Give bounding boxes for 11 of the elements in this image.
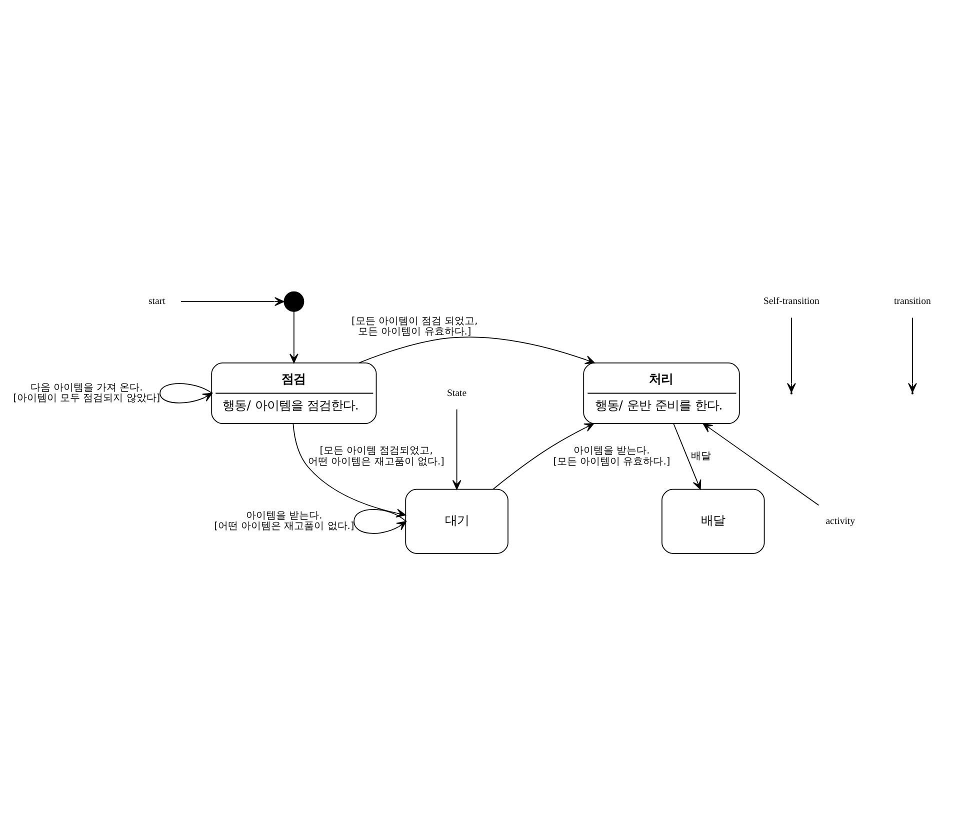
node-text: transition: [894, 296, 931, 307]
edge-label: 아이템을 받는다. [모든 아이템이 유효하다.]: [553, 445, 670, 467]
node-text: Self-transition: [764, 296, 820, 307]
edge-label: 배달: [691, 450, 712, 462]
edge-label: [모든 아이템이 점검 되었고, 모든 아이템이 유효하다.]: [352, 315, 478, 337]
node-text: State: [447, 387, 467, 398]
edge-label: [모든 아이템 점검되었고, 어떤 아이템은 재고품이 없다.]: [308, 445, 444, 467]
node-text: activity: [826, 515, 856, 526]
edge-label: 다음 아이템을 가져 온다. [아이템이 모두 점검되지 않았다]: [13, 382, 160, 404]
node-text: start: [148, 296, 166, 307]
edge-label: 아이템을 받는다. [어떤 아이템은 재고품이 없다.]: [214, 510, 354, 532]
